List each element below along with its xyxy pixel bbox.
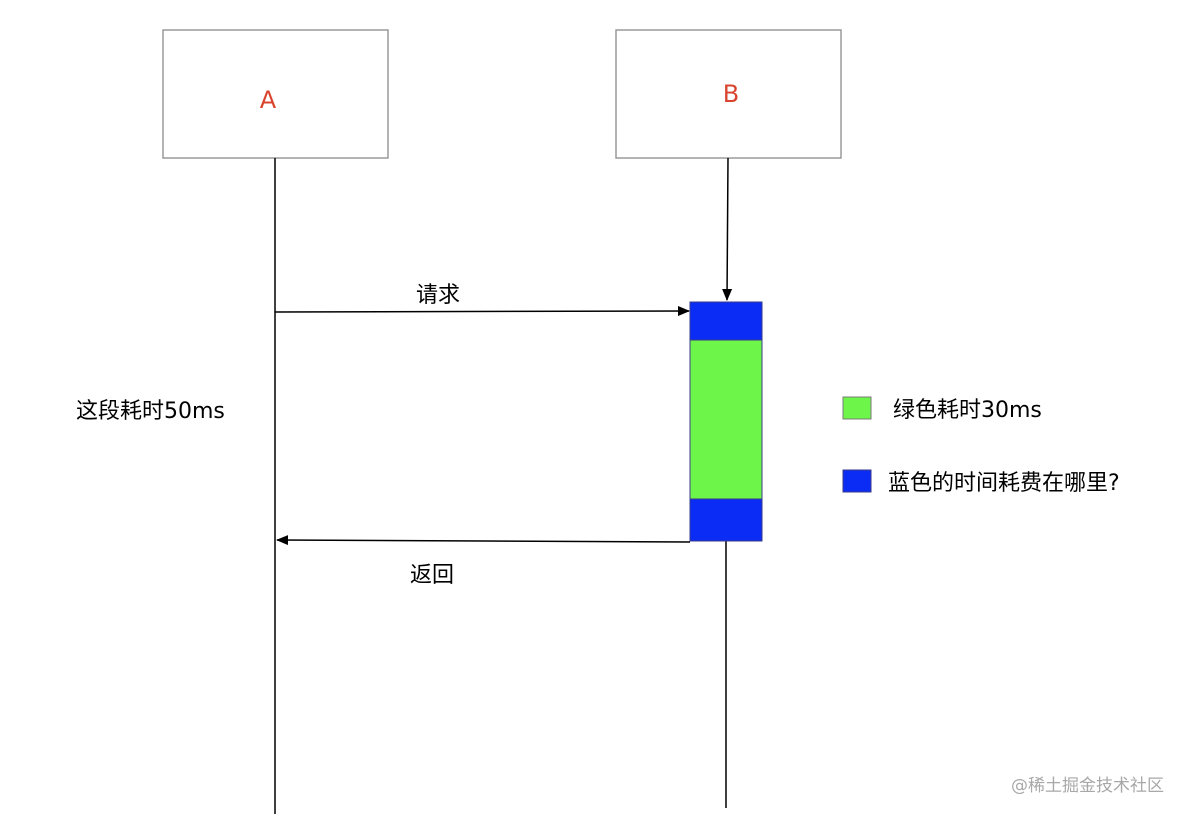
actor-a: A: [162, 29, 389, 159]
actor-a-box: [162, 29, 389, 159]
duration-annotation: 这段耗时50ms: [76, 399, 225, 424]
watermark: @稀土掘金技术社区: [1011, 776, 1164, 796]
legend-green-swatch: [842, 396, 872, 420]
legend-blue-swatch: [842, 469, 872, 493]
actor-b: B: [615, 29, 842, 159]
legend-blue-label: 蓝色的时间耗费在哪里?: [888, 471, 1120, 496]
actor-a-label: A: [260, 86, 277, 114]
activation-bar: [689, 301, 763, 542]
request-arrow: [274, 306, 690, 317]
lifeline-b-top: [722, 157, 733, 301]
activation-blue-bottom: [689, 498, 763, 542]
activation-blue-top: [689, 301, 763, 341]
legend-green-label: 绿色耗时30ms: [893, 398, 1042, 423]
activation-green: [689, 339, 763, 500]
legend: 绿色耗时30ms 蓝色的时间耗费在哪里?: [842, 396, 1120, 496]
return-label: 返回: [410, 563, 454, 588]
request-label: 请求: [416, 283, 460, 308]
actor-b-box: [615, 29, 842, 159]
return-arrow: [276, 535, 691, 546]
actor-b-label: B: [723, 80, 739, 108]
